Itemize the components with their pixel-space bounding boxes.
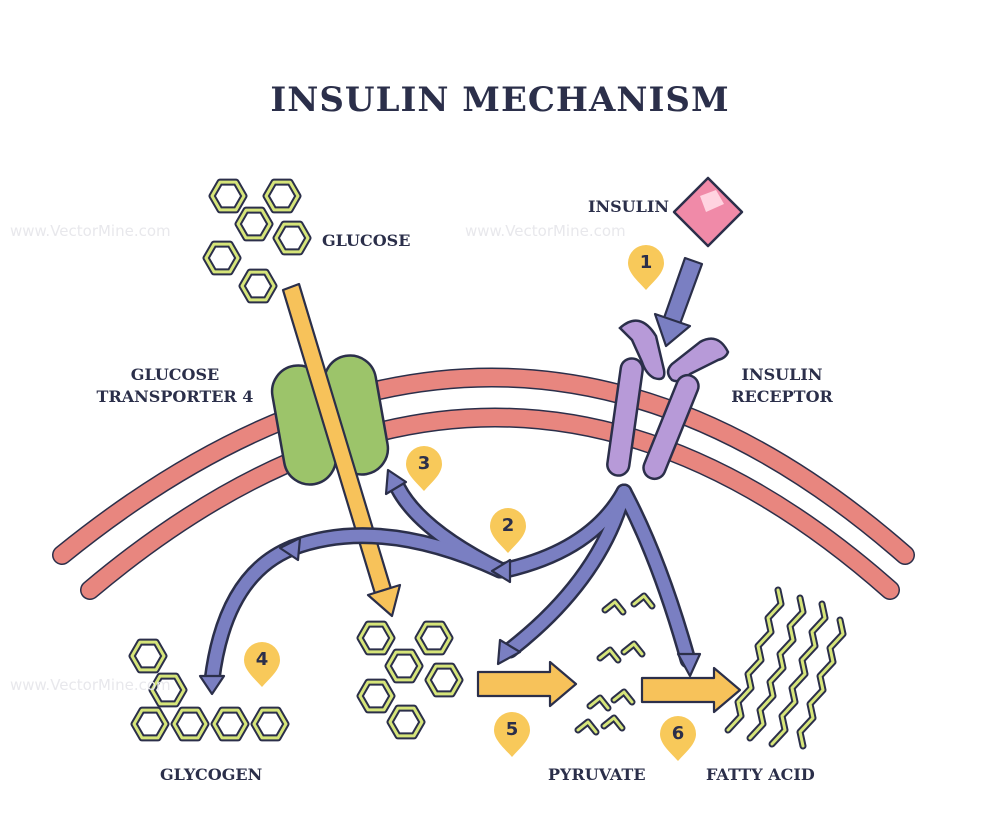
glucose-transporter-label-line2: TRANSPORTER 4 bbox=[96, 387, 254, 406]
insulin-binding-arrow bbox=[653, 256, 704, 348]
fatty-acid-arrow bbox=[640, 666, 742, 714]
pyruvate-molecule bbox=[612, 690, 634, 704]
step-badge-3: 3 bbox=[404, 446, 444, 492]
watermark: www.VectorMine.com bbox=[10, 222, 171, 240]
glucose-molecule bbox=[358, 680, 394, 712]
glucose-molecule bbox=[416, 622, 452, 654]
page-title: INSULIN MECHANISM bbox=[270, 80, 730, 120]
insulin-receptor-label: INSULIN RECEPTOR bbox=[722, 364, 842, 408]
glucose-molecule bbox=[240, 270, 276, 302]
pyruvate-molecule bbox=[598, 648, 620, 662]
pyruvate-molecule bbox=[588, 696, 610, 710]
glucose-molecule bbox=[386, 650, 422, 682]
glycogen-molecule bbox=[212, 708, 248, 740]
step-badge-4: 4 bbox=[242, 642, 282, 688]
step-badge-2: 2 bbox=[488, 508, 528, 554]
pyruvate-label: PYRUVATE bbox=[548, 765, 646, 784]
glycogen-molecule bbox=[150, 674, 186, 706]
glucose-transporter-label: GLUCOSE TRANSPORTER 4 bbox=[90, 364, 260, 408]
glucose-molecule bbox=[236, 208, 272, 240]
glycogen-molecule bbox=[252, 708, 288, 740]
glycogen-molecule bbox=[172, 708, 208, 740]
step-badge-6: 6 bbox=[658, 716, 698, 762]
glucose-molecule bbox=[426, 664, 462, 696]
cell-membrane bbox=[52, 367, 915, 600]
pyruvate-molecule bbox=[576, 720, 598, 734]
signal-arrows bbox=[203, 479, 697, 689]
step-number-6: 6 bbox=[671, 723, 685, 744]
step-badge-5: 5 bbox=[492, 712, 532, 758]
fatty-acid-label: FATTY ACID bbox=[706, 765, 815, 784]
glucose-molecule bbox=[204, 242, 240, 274]
insulin-receptor bbox=[606, 319, 730, 481]
glucose-molecule bbox=[274, 222, 310, 254]
step-number-3: 3 bbox=[417, 453, 431, 474]
pyruvate-molecule bbox=[622, 642, 644, 656]
fatty-acid-chain bbox=[770, 602, 827, 746]
glycogen-label: GLYCOGEN bbox=[160, 765, 263, 784]
pyruvate-arrow bbox=[476, 660, 578, 708]
glucose-molecule bbox=[388, 706, 424, 738]
glucose-molecule bbox=[358, 622, 394, 654]
glucose-label: GLUCOSE bbox=[322, 231, 411, 250]
molecules bbox=[128, 178, 847, 750]
signal-arrowheads bbox=[198, 468, 702, 696]
insulin-label: INSULIN bbox=[588, 197, 669, 216]
glucose-transporter-label-line1: GLUCOSE bbox=[130, 365, 220, 384]
pyruvate-molecule bbox=[603, 600, 625, 614]
watermark: www.VectorMine.com bbox=[10, 676, 171, 694]
step-badge-1: 1 bbox=[626, 245, 666, 291]
glycogen-molecule bbox=[132, 708, 168, 740]
fatty-acid-chain bbox=[748, 596, 805, 740]
step-number-4: 4 bbox=[255, 649, 269, 670]
fatty-acid-chain bbox=[726, 588, 783, 732]
step-number-1: 1 bbox=[639, 252, 653, 273]
glucose-molecule bbox=[210, 180, 246, 212]
insulin-receptor-label-line1: INSULIN bbox=[741, 365, 823, 384]
step-number-5: 5 bbox=[505, 719, 519, 740]
insulin-receptor-label-line2: RECEPTOR bbox=[731, 387, 833, 406]
insulin-molecule bbox=[672, 176, 744, 248]
glucose-molecule bbox=[264, 180, 300, 212]
glucose-entry-arrow bbox=[281, 282, 402, 618]
pyruvate-molecule bbox=[632, 594, 654, 608]
pyruvate-molecule bbox=[602, 716, 624, 730]
step-number-2: 2 bbox=[501, 515, 515, 536]
glycogen-molecule bbox=[130, 640, 166, 672]
fatty-acid-chain bbox=[798, 618, 845, 748]
watermark: www.VectorMine.com bbox=[465, 222, 626, 240]
